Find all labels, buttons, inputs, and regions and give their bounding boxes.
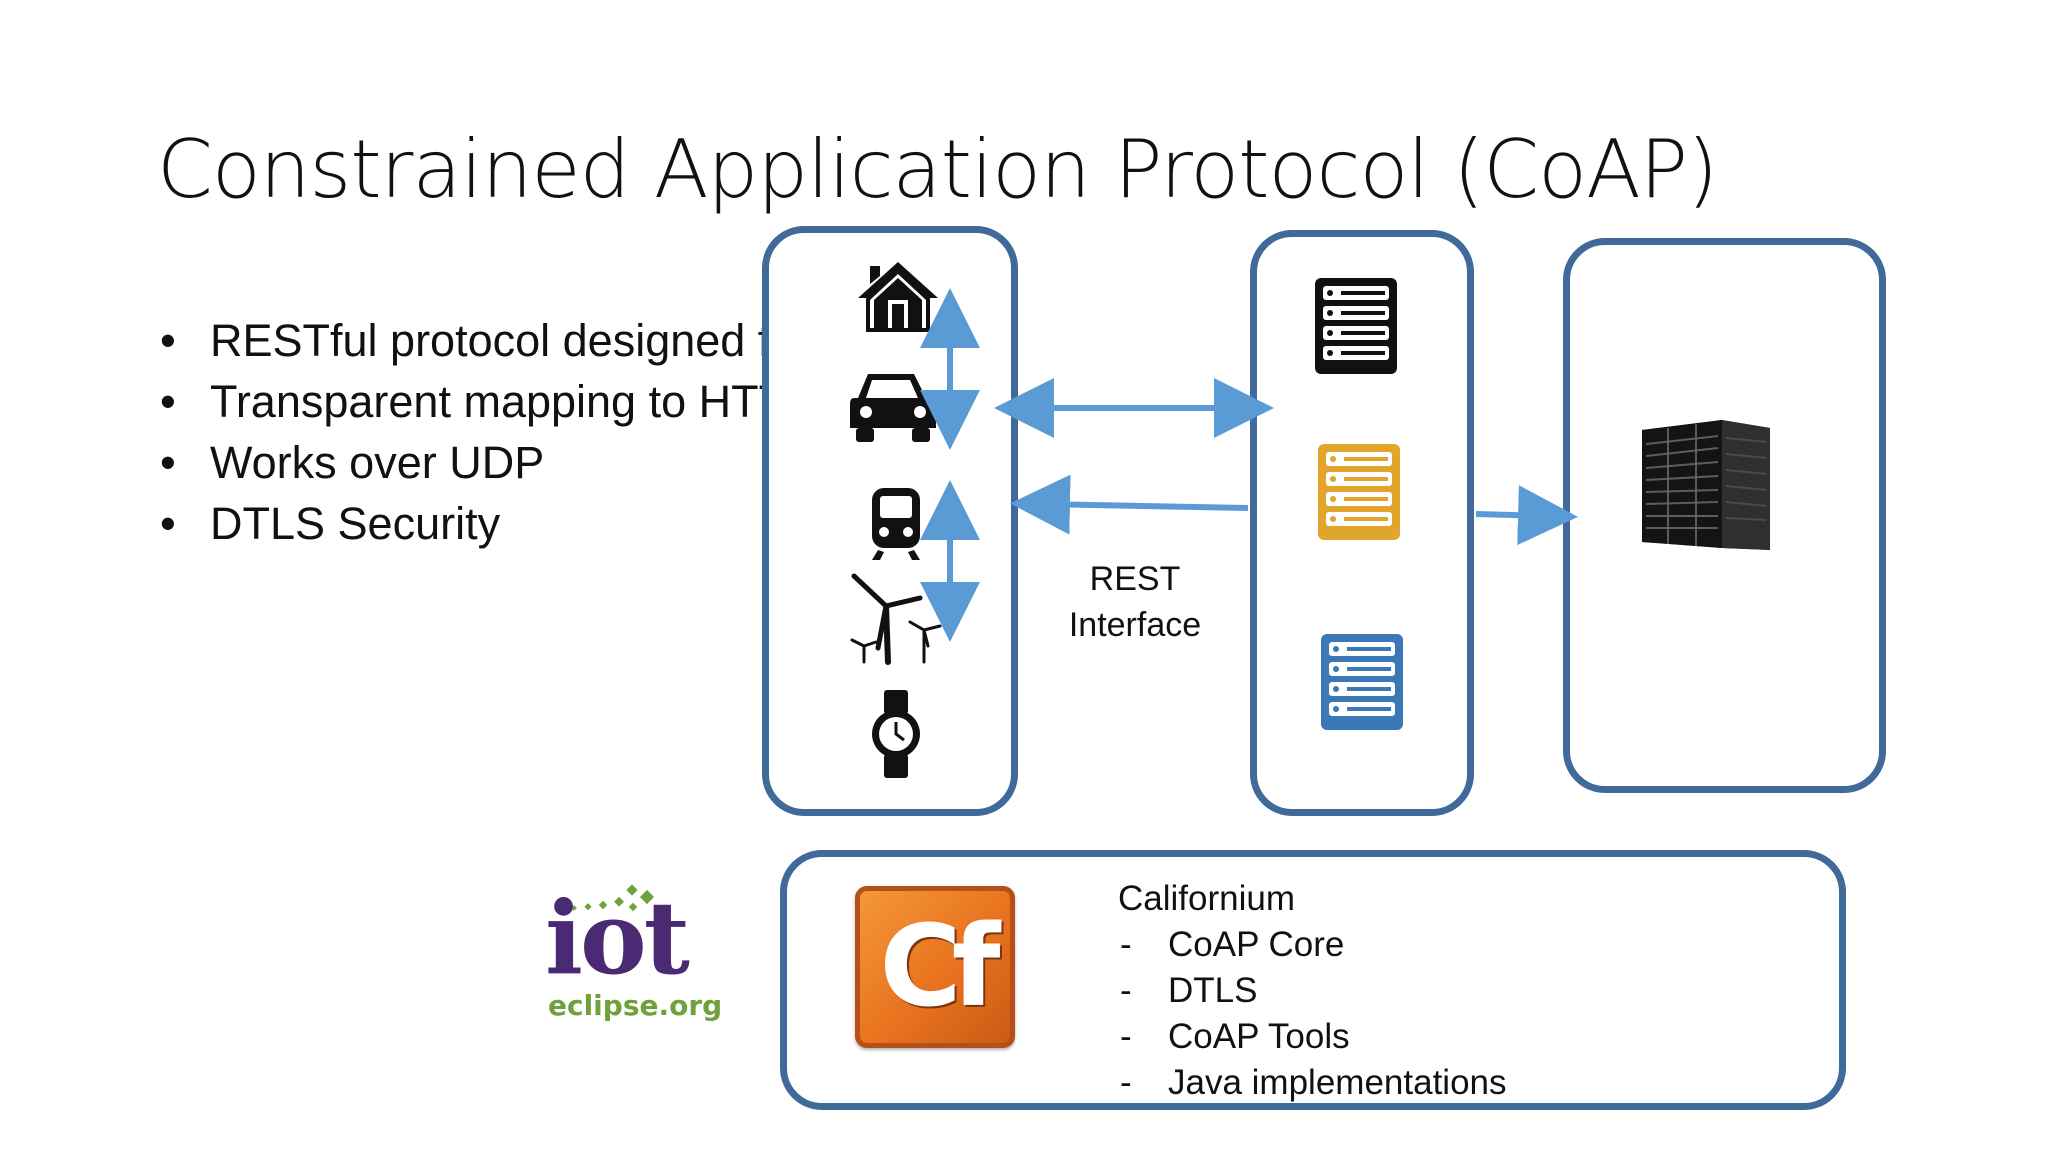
wind-turbine-icon xyxy=(850,573,942,665)
bullet-list: RESTful protocol designed from scratch T… xyxy=(160,310,1005,554)
rest-label-line2: Interface xyxy=(1068,606,1202,644)
rest-interface-label: REST Interface xyxy=(1060,556,1210,648)
list-item: DTLS xyxy=(1118,968,1507,1014)
datacenter-cabinet-icon xyxy=(1642,420,1770,550)
server-rack-icon xyxy=(1318,444,1400,540)
californium-feature-list: CoAP Core DTLS CoAP Tools Java implement… xyxy=(1118,922,1507,1106)
californium-logo: Cf xyxy=(855,886,1015,1048)
server-to-datacenter-arrow xyxy=(1475,485,1578,546)
feature-text: DTLS xyxy=(1168,971,1258,1010)
rest-label-line1: REST xyxy=(1089,560,1181,598)
feature-text: CoAP Core xyxy=(1168,925,1345,964)
list-item: Java implementations xyxy=(1118,1060,1507,1106)
bullet-text: Transparent mapping to HTTP xyxy=(210,376,817,427)
bullet-text: DTLS Security xyxy=(210,498,501,549)
iot-logo-sub: eclipse.org xyxy=(548,989,723,1022)
feature-text: Java implementations xyxy=(1168,1063,1507,1102)
server-rack-icon xyxy=(1315,278,1397,374)
list-item: CoAP Tools xyxy=(1118,1014,1507,1060)
house-icon xyxy=(858,262,938,332)
server-rack-icon xyxy=(1321,634,1403,730)
bullet-item: DTLS Security xyxy=(160,493,1005,554)
californium-title: Californium xyxy=(1118,879,1295,918)
rest-arrow-to-devices xyxy=(1010,474,1249,535)
slide-title: Constrained Application Protocol (CoAP) xyxy=(157,123,1718,216)
californium-logo-text: Cf xyxy=(879,902,1001,1032)
list-item: CoAP Core xyxy=(1118,922,1507,968)
iot-pixel-decoration xyxy=(571,884,655,912)
bullet-item: Works over UDP xyxy=(160,432,1005,493)
watch-icon xyxy=(872,690,920,778)
bullet-text: Works over UDP xyxy=(210,437,545,488)
iot-logo-word: iot xyxy=(545,879,690,997)
feature-text: CoAP Tools xyxy=(1168,1017,1350,1056)
car-icon xyxy=(850,374,936,442)
bullet-item: Transparent mapping to HTTP xyxy=(160,371,1005,432)
train-icon xyxy=(872,488,920,560)
datacenter-box xyxy=(1563,238,1886,793)
